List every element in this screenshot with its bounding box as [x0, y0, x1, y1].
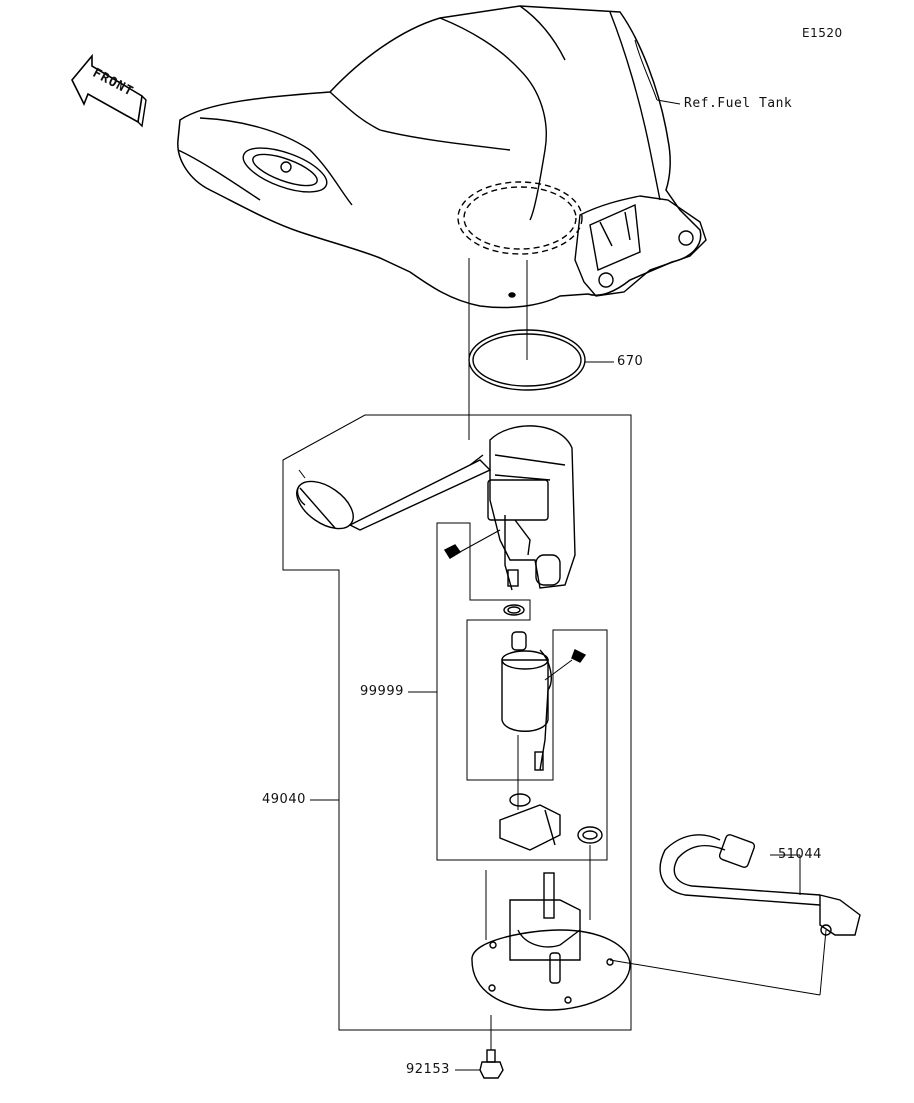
part-label-49040: 49040	[262, 792, 306, 807]
bolt-92153	[455, 1015, 504, 1079]
pump-housing	[469, 425, 576, 591]
front-arrow-icon	[71, 53, 147, 128]
pump-filter	[499, 793, 603, 851]
ref-fuel-tank-label: Ref.Fuel Tank	[684, 96, 793, 111]
part-label-92153: 92153	[406, 1062, 450, 1077]
float-arm	[296, 459, 492, 531]
part-label-670: 670	[617, 354, 644, 369]
fuel-pump-motor	[501, 631, 587, 810]
part-label-51044: 51044	[778, 847, 822, 862]
part-label-99999: 99999	[360, 684, 404, 699]
o-ring-670	[468, 329, 586, 391]
pump-base-flange	[471, 845, 827, 1011]
fuel-hose-51044	[659, 834, 861, 936]
bracket-49040	[282, 414, 632, 1031]
leader-lines	[468, 39, 681, 440]
fuel-tank	[177, 5, 707, 309]
bracket-99999	[436, 522, 608, 861]
grommet	[443, 529, 525, 616]
diagram-code: E1520	[802, 26, 843, 40]
front-label: FRONT	[89, 65, 137, 100]
